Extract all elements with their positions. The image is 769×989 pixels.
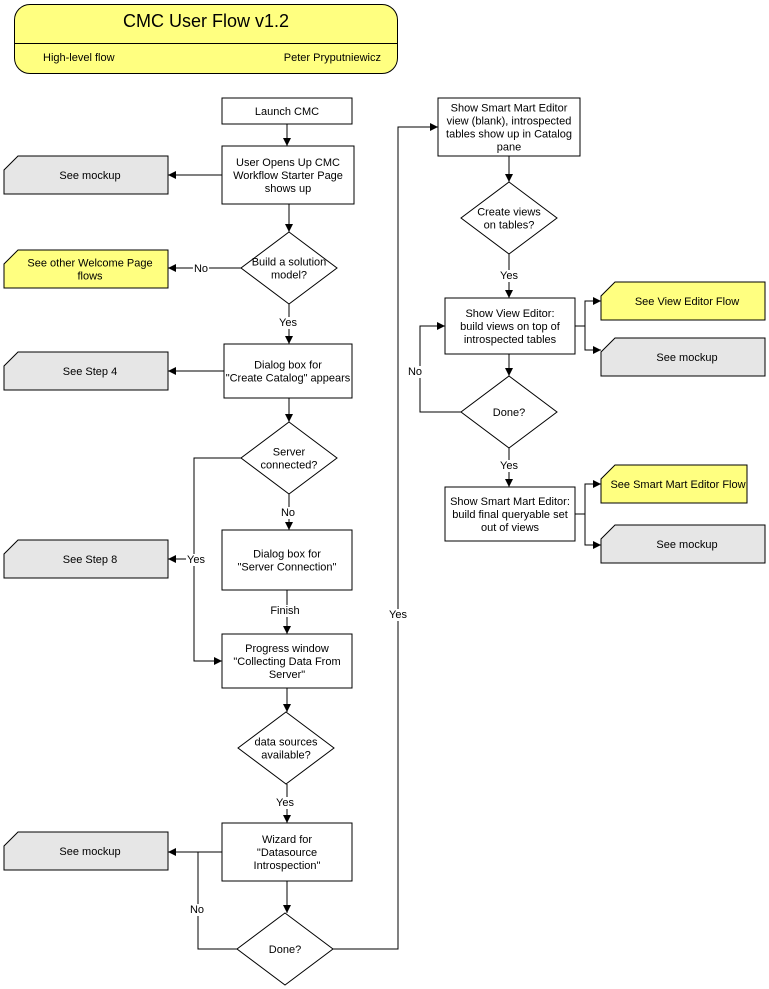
decision-done2: Done?: [460, 375, 558, 449]
edge-label: No: [194, 263, 208, 275]
offpage-smart-mart-flow: See Smart Mart Editor Flow: [600, 464, 748, 504]
edge-label: No: [408, 366, 422, 378]
process-label: Dialog box for"Server Connection": [238, 549, 337, 574]
offpage-label: See Step 4: [63, 366, 117, 378]
title-divider: [15, 43, 397, 44]
decision-done1: Done?: [236, 912, 334, 986]
process-smart-mart-final: Show Smart Mart Editor:build final query…: [444, 486, 576, 542]
offpage-step8: See Step 8: [3, 539, 169, 579]
offpage-label: See Step 8: [63, 554, 117, 566]
offpage-label: See mockup: [656, 539, 717, 551]
offpage-mockup2: See mockup: [3, 831, 169, 871]
diagram-subtitle: High-level flow: [43, 52, 115, 64]
offpage-view-editor-flow: See View Editor Flow: [600, 281, 766, 321]
process-label: Dialog box for"Create Catalog" appears: [226, 360, 351, 385]
offpage-step4: See Step 4: [3, 351, 169, 391]
offpage-mockup4: See mockup: [600, 524, 766, 564]
decision-label: Done?: [269, 944, 301, 956]
edge-label: Finish: [270, 605, 299, 617]
title-block: CMC User Flow v1.2 High-level flow Peter…: [14, 4, 398, 74]
diagram-title: CMC User Flow v1.2: [122, 11, 290, 31]
edge-label: Yes: [389, 609, 407, 621]
process-label: Show Smart Mart Editor:build final query…: [450, 496, 570, 534]
offpage-label: See mockup: [59, 170, 120, 182]
connector: [575, 480, 601, 515]
offpage-label: See mockup: [59, 846, 120, 858]
connector: [575, 297, 601, 327]
offpage-mockup1: See mockup: [3, 155, 169, 195]
connector: [584, 514, 601, 549]
offpage-label: See Smart Mart Editor Flow: [610, 479, 745, 491]
diagram-author: Peter Pryputniewicz: [283, 52, 381, 64]
connector: [333, 123, 438, 950]
edge-label: Yes: [500, 270, 518, 282]
edge-label: Yes: [187, 554, 205, 566]
edge-label: No: [281, 507, 295, 519]
edge-label: Yes: [279, 317, 297, 329]
offpage-label: See mockup: [656, 352, 717, 364]
edge-label: No: [190, 904, 204, 916]
process-create-catalog: Dialog box for"Create Catalog" appears: [223, 343, 353, 399]
process-label: Launch CMC: [255, 106, 319, 118]
connector: [584, 326, 601, 354]
edge-label: Yes: [276, 797, 294, 809]
process-launch: Launch CMC: [221, 97, 353, 125]
offpage-label: See View Editor Flow: [635, 296, 739, 308]
process-server-connection: Dialog box for"Server Connection": [221, 529, 353, 591]
edge-label: Yes: [500, 460, 518, 472]
decision-label: Done?: [493, 407, 525, 419]
connector: [197, 852, 237, 950]
offpage-mockup3: See mockup: [600, 337, 766, 377]
